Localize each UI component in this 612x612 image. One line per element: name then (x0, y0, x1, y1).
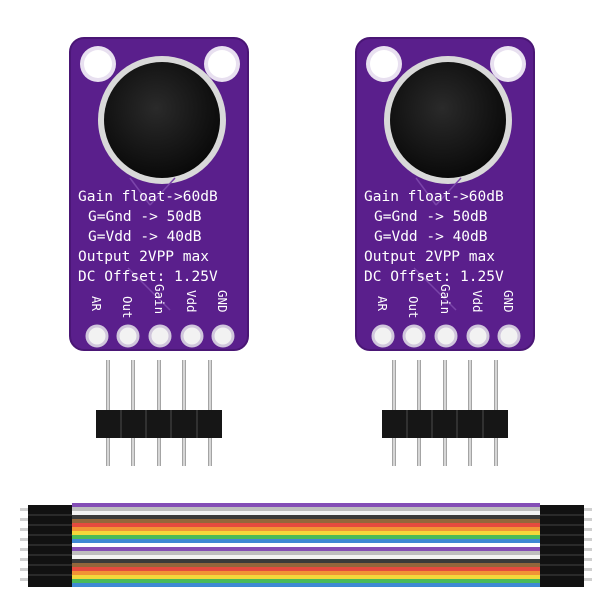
pin-label-ar: AR (89, 296, 104, 312)
pin-label-out: Out (120, 296, 135, 319)
microphone-board-2: Gain float->60dB G=Gnd -> 50dB G=Vdd -> … (355, 37, 535, 351)
pin-label-vdd: Vdd (184, 290, 199, 313)
ribbon-lower (72, 547, 540, 587)
jumper-wire-ribbon (20, 503, 592, 587)
microphone-board-1: Gain float->60dB G=Gnd -> 50dB G=Vdd -> … (69, 37, 249, 351)
pin-label-out: Out (406, 296, 421, 319)
silkscreen-line: G=Vdd -> 40dB (88, 229, 202, 245)
silkscreen-line: DC Offset: 1.25V (364, 269, 504, 285)
dupont-connector-right (540, 505, 584, 587)
silkscreen-line: Gain float->60dB (78, 189, 218, 205)
pin-label-vdd: Vdd (470, 290, 485, 313)
silkscreen-line: G=Gnd -> 50dB (88, 209, 202, 225)
pin-label-gain: Gain (152, 284, 167, 314)
pin-label-gnd: GND (501, 290, 516, 313)
pin-label-gnd: GND (215, 290, 230, 313)
silkscreen-line: DC Offset: 1.25V (78, 269, 218, 285)
ribbon-upper (72, 503, 540, 543)
pin-label-ar: AR (375, 296, 390, 312)
silkscreen-line: G=Gnd -> 50dB (374, 209, 488, 225)
pin-header-1 (96, 360, 222, 466)
solder-pads (371, 324, 521, 348)
silkscreen-line: Gain float->60dB (364, 189, 504, 205)
pin-label-gain: Gain (438, 284, 453, 314)
silkscreen-line: Output 2VPP max (78, 249, 209, 265)
silkscreen-line: Output 2VPP max (364, 249, 495, 265)
dupont-connector-left (28, 505, 72, 587)
silkscreen-line: G=Vdd -> 40dB (374, 229, 488, 245)
solder-pads (85, 324, 235, 348)
pin-header-2 (382, 360, 508, 466)
